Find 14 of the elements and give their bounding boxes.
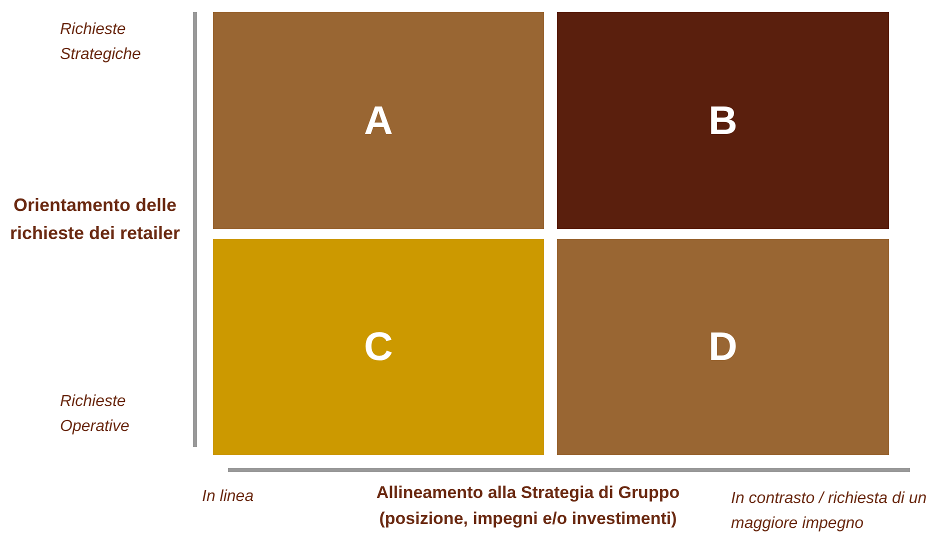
axis-end-label: In contrasto / richiesta di un maggiore impegno [731, 489, 928, 534]
quadrant-letter: C [364, 327, 393, 367]
axis-title: Allineamento alla Strategia di Gruppo (posizione, impegni e/o investimenti) [375, 482, 681, 530]
quadrant-letter: D [708, 327, 738, 367]
axis-end-label: Richieste Strategiche [60, 20, 142, 65]
axis-end-label: Richieste Operative [60, 392, 130, 437]
axis-end-label: In linea [202, 487, 255, 507]
axis-title: Orientamento delle richieste dei retailer [8, 194, 182, 245]
quadrant-box [213, 12, 544, 229]
quadrant-box [213, 239, 544, 455]
quadrant-box [557, 239, 889, 455]
quadrant-box [557, 12, 889, 229]
quadrant-letter: A [364, 100, 393, 140]
quadrant-letter: B [708, 100, 738, 140]
